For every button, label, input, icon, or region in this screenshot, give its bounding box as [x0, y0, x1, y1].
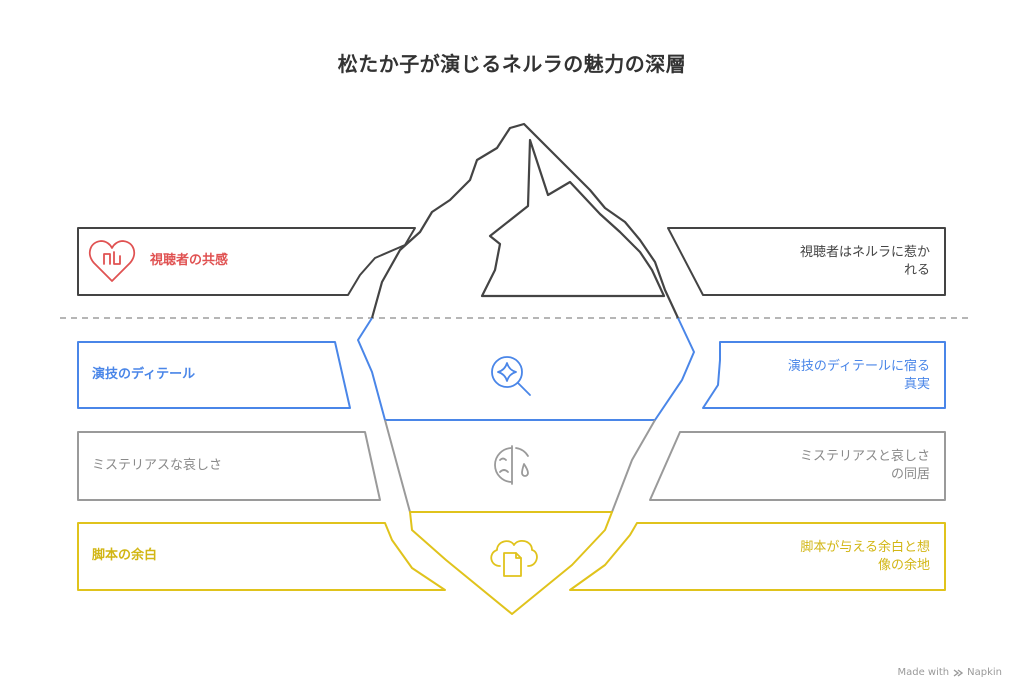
watermark-made-with: Made with	[897, 667, 950, 678]
iceberg-section-yellow	[409, 511, 613, 615]
layer-desc-script-space: 脚本が与える余白と想 像の余地	[800, 540, 930, 573]
left-box-blue	[77, 341, 351, 409]
cloud-document-icon	[490, 539, 538, 577]
page-title: 松たか子が演じるネルラの魅力の深層	[337, 52, 687, 76]
iceberg-section-gray	[384, 419, 656, 513]
right-box-dark	[667, 227, 946, 296]
heart-icon	[88, 240, 136, 282]
sad-face-icon	[494, 445, 529, 485]
left-box-yellow	[77, 522, 446, 591]
layer-label-script-space: 脚本の余白	[92, 548, 158, 563]
layer-label-mysterious-sadness: ミステリアスな哀しさ	[92, 458, 223, 473]
layer-desc-empathy: 視聴者はネルラに惹か れる	[799, 245, 930, 278]
right-box-gray	[649, 431, 946, 501]
right-box-yellow	[569, 522, 946, 591]
right-box-blue	[702, 341, 946, 409]
iceberg-tip-inner	[480, 138, 666, 298]
layer-label-empathy: 視聴者の共感	[150, 253, 229, 268]
left-box-gray	[77, 431, 381, 501]
layer-desc-acting-detail: 演技のディテールに宿る 真実	[787, 359, 930, 392]
layer-label-acting-detail: 演技のディテール	[92, 367, 196, 382]
layer-desc-mysterious-sadness: ミステリアスと哀しさ の同居	[799, 449, 930, 482]
iceberg-tip	[370, 122, 679, 319]
search-sparkle-icon	[491, 356, 531, 396]
napkin-watermark: Made with Napkin	[897, 667, 1002, 678]
watermark-brand: Napkin	[967, 667, 1002, 678]
iceberg-section-blue	[357, 317, 695, 421]
left-box-red	[77, 227, 416, 296]
napkin-logo-icon	[953, 668, 964, 677]
